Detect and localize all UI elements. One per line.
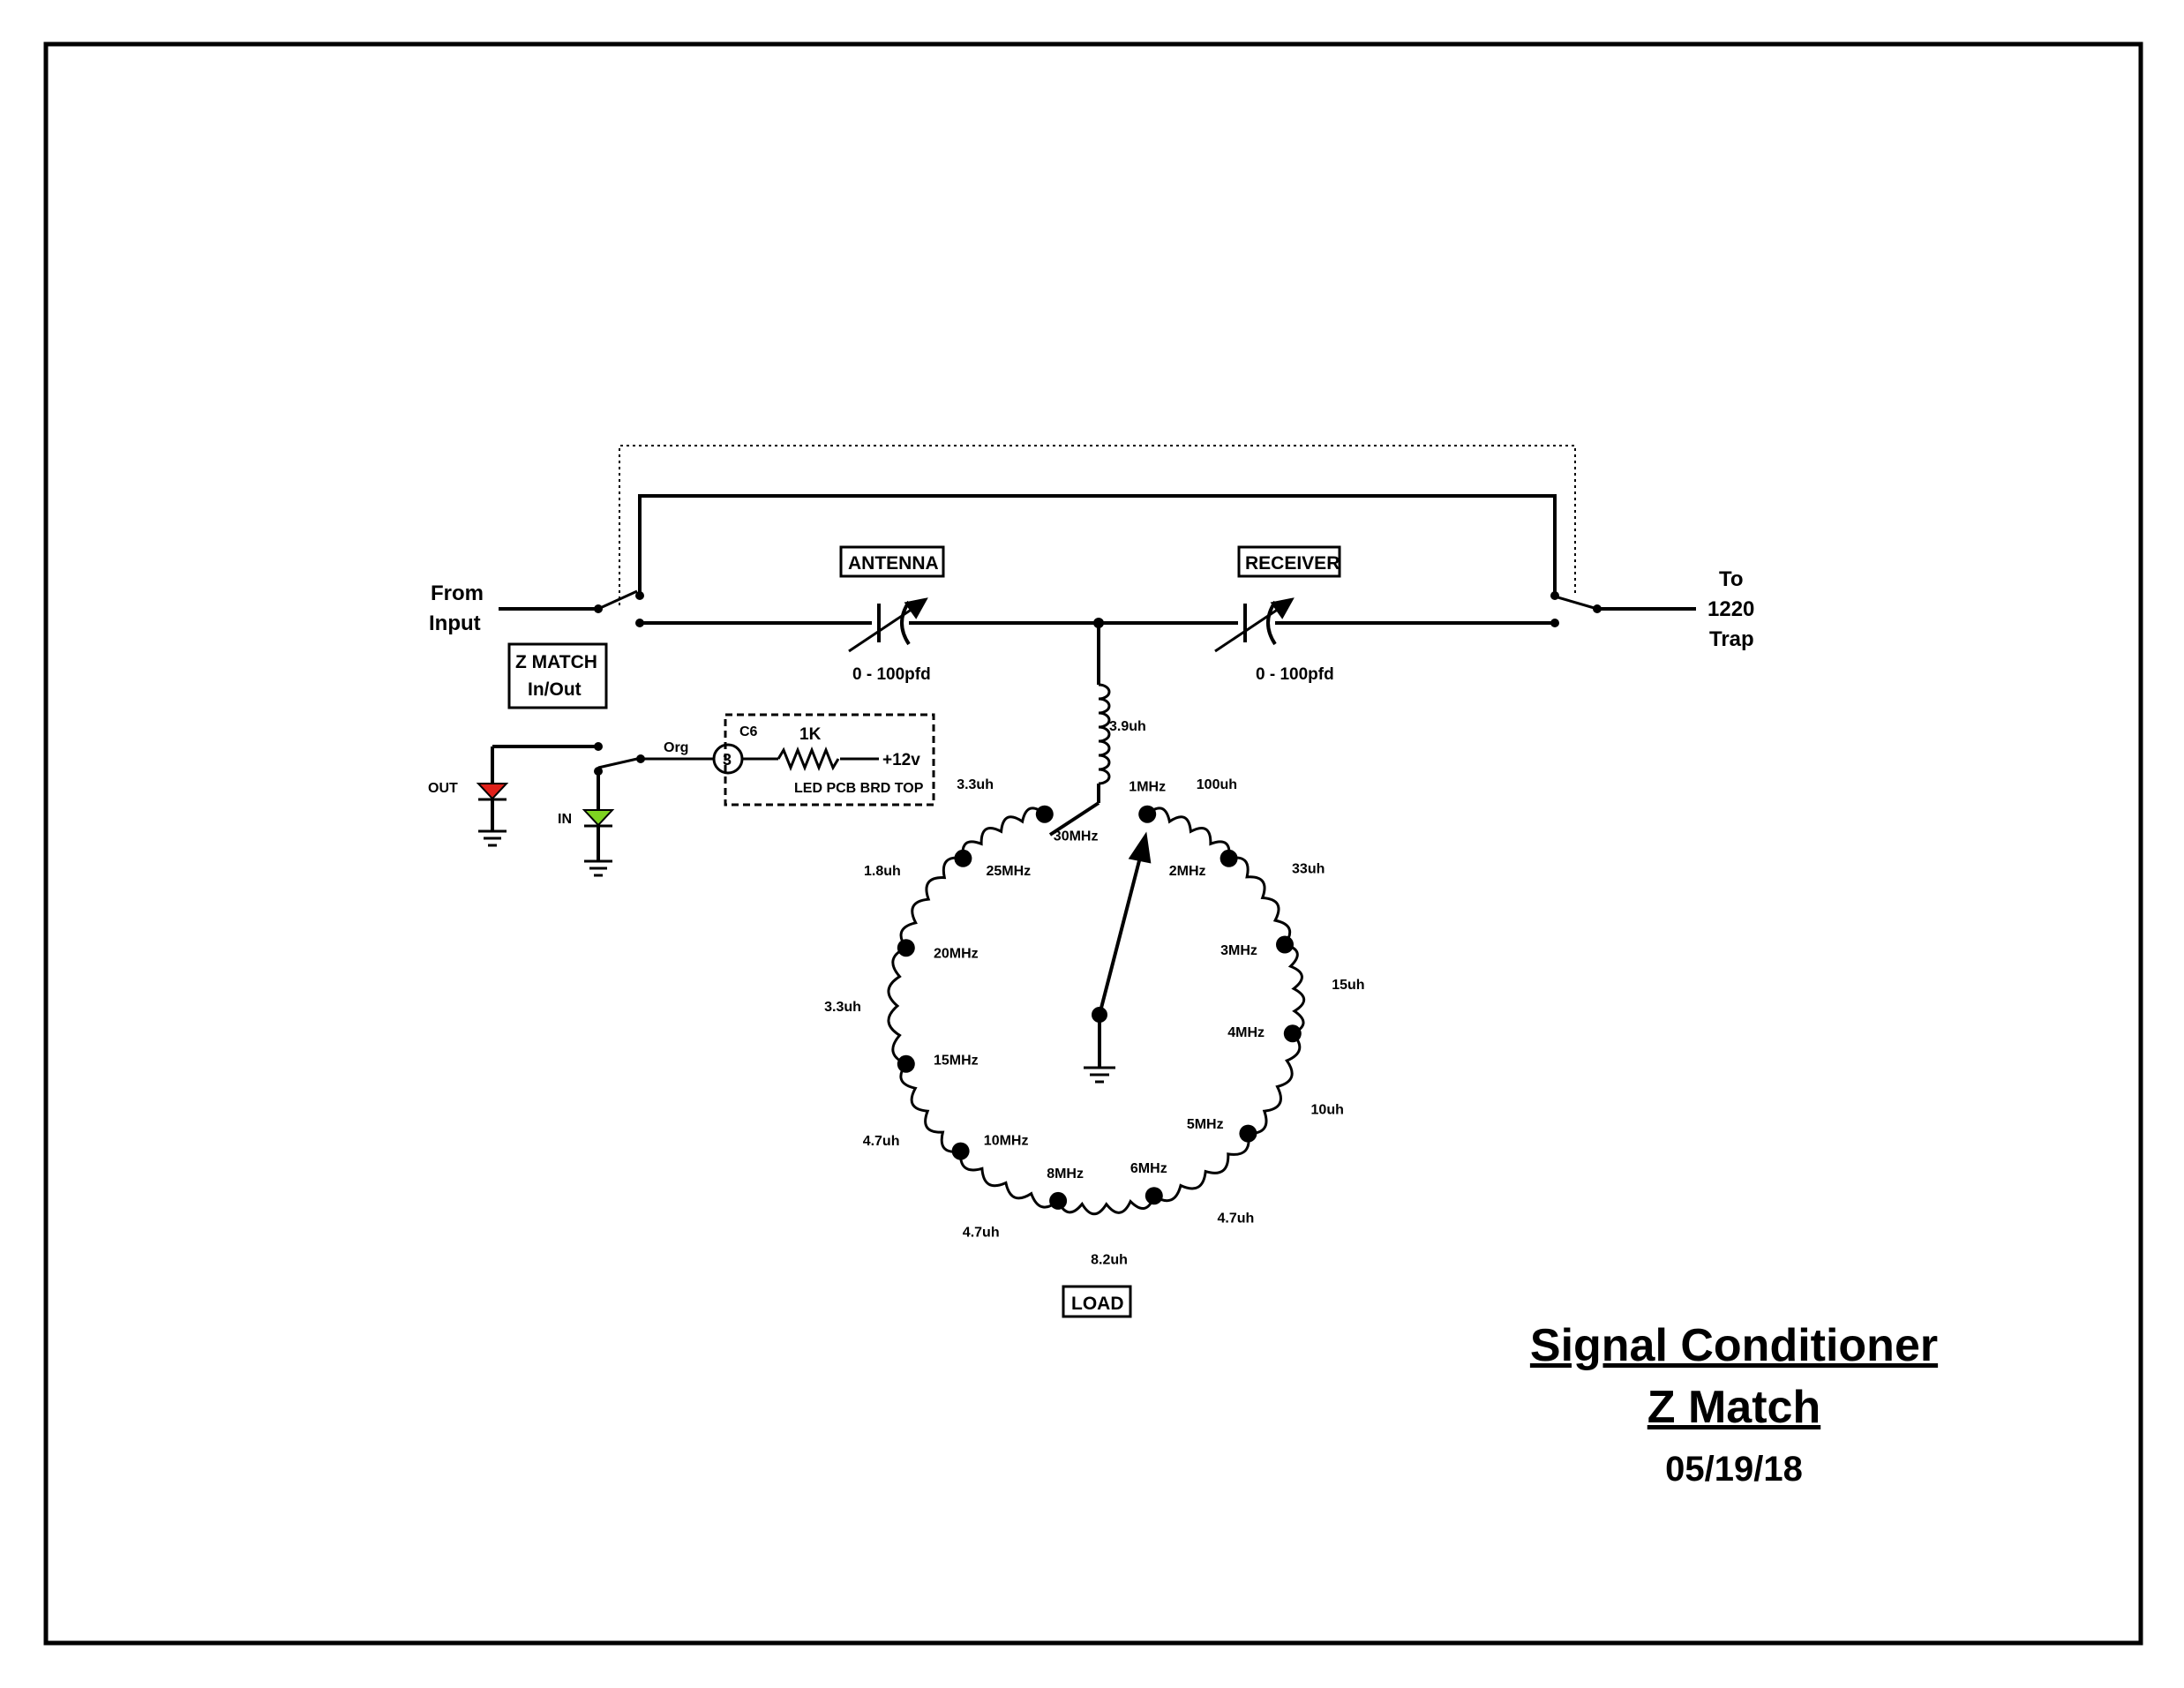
frequency-label: 3MHz — [1220, 943, 1257, 958]
receiver-label: RECEIVER — [1245, 553, 1340, 574]
inductor-label: 10uh — [1311, 1103, 1344, 1118]
to-label-line1: To — [1719, 567, 1744, 591]
coil-segment — [1248, 1032, 1302, 1136]
coil-segment — [899, 856, 964, 949]
switch-tap-contact[interactable] — [1239, 1124, 1257, 1143]
switch-tap-contact[interactable] — [897, 1054, 915, 1073]
title-block: Signal Conditioner Z Match 05/19/18 — [1412, 1315, 2056, 1500]
org-label: Org — [664, 740, 688, 755]
coil-segment — [1152, 1133, 1250, 1203]
coil-segment — [1146, 806, 1231, 859]
led-in-label: IN — [558, 812, 572, 827]
from-label-line2: Input — [429, 611, 481, 635]
resistor-1k — [777, 746, 840, 772]
load-label: LOAD — [1071, 1294, 1124, 1314]
switch-tap-contact[interactable] — [897, 939, 915, 957]
frequency-label: 2MHz — [1169, 864, 1206, 879]
frequency-label: 4MHz — [1227, 1025, 1265, 1040]
coil-segment — [899, 1062, 961, 1153]
switch-tap-contact[interactable] — [1138, 805, 1157, 823]
zmatch-label-box — [507, 642, 608, 709]
receiver-variable-capacitor[interactable] — [1214, 597, 1295, 653]
switch-tap-contact[interactable] — [1276, 935, 1294, 954]
coil-segment — [1056, 1195, 1156, 1216]
frequency-label: 5MHz — [1187, 1117, 1224, 1132]
inductor-label: 1.8uh — [864, 864, 901, 879]
coil-segment — [1228, 856, 1292, 946]
led-in — [582, 809, 615, 828]
inductor-label: 33uh — [1292, 862, 1325, 877]
frequency-label: 6MHz — [1130, 1161, 1167, 1176]
resistor-label: 1K — [799, 725, 822, 744]
led-out-label: OUT — [428, 781, 458, 796]
ground-out — [478, 829, 507, 847]
zmatch-label-line2: In/Out — [528, 679, 582, 700]
supply-label: +12v — [882, 751, 920, 769]
to-label-line2: 1220 — [1707, 597, 1754, 621]
receiver-cap-value: 0 - 100pfd — [1256, 665, 1334, 684]
antenna-label-box — [839, 545, 945, 578]
input-switch-blade[interactable] — [597, 589, 638, 611]
c6-label: C6 — [739, 724, 758, 739]
switch-tap-contact[interactable] — [1145, 1187, 1163, 1205]
load-label-box — [1062, 1285, 1132, 1318]
tapped-coil-ring — [887, 806, 1306, 1216]
inductor-label: 4.7uh — [963, 1226, 1000, 1241]
inductor-label: 100uh — [1197, 777, 1237, 792]
receiver-label-box — [1237, 545, 1341, 578]
frequency-label: 10MHz — [984, 1133, 1029, 1148]
coil-segment — [887, 946, 907, 1066]
inductor-label: 8.2uh — [1091, 1253, 1128, 1268]
antenna-label: ANTENNA — [848, 553, 939, 574]
output-switch-blade[interactable] — [1554, 595, 1598, 611]
junction-dots — [594, 591, 1602, 1023]
title-line2: Z Match — [1647, 1382, 1821, 1433]
frequency-label: 15MHz — [934, 1054, 979, 1069]
to-label-line3: Trap — [1709, 627, 1754, 651]
ground-wiper — [1084, 1066, 1115, 1084]
switch-tap-contact[interactable] — [954, 849, 972, 867]
switch-tap-contact[interactable] — [1035, 805, 1054, 823]
series-inductor — [1098, 683, 1111, 785]
led-board-label: LED PCB BRD TOP — [794, 781, 924, 796]
coil-segment — [961, 806, 1046, 859]
series-inductor-label: 3.9uh — [1109, 719, 1146, 734]
title-date: 05/19/18 — [1665, 1450, 1803, 1489]
inductor-label: 3.3uh — [957, 777, 994, 792]
inductor-label: 4.7uh — [863, 1134, 900, 1149]
led-switch-blade[interactable] — [597, 757, 638, 769]
coil-segment — [959, 1151, 1060, 1209]
frequency-label: 25MHz — [987, 864, 1032, 879]
frequency-label: 20MHz — [934, 947, 979, 962]
switch-tap-contact[interactable] — [1049, 1191, 1068, 1210]
coil-segment — [1284, 943, 1306, 1035]
ground-in — [584, 859, 612, 877]
antenna-cap-value: 0 - 100pfd — [852, 665, 931, 684]
rotary-wiper[interactable] — [1098, 846, 1145, 1016]
bypass-line — [638, 494, 1557, 596]
inductor-label: 15uh — [1332, 978, 1364, 993]
switch-tap-contact[interactable] — [951, 1142, 970, 1160]
inductor-label: 4.7uh — [1218, 1211, 1255, 1226]
switch-tap-contact[interactable] — [1283, 1024, 1302, 1043]
frequency-label: 1MHz — [1129, 780, 1166, 795]
inductor-label: 3.3uh — [824, 1000, 861, 1015]
page-frame — [43, 41, 2143, 1646]
switch-tap-contact[interactable] — [1220, 849, 1238, 867]
connector-pin-label: 3 — [723, 751, 732, 769]
led-pcb-board — [724, 713, 935, 806]
led-out — [476, 783, 509, 801]
switch-linkage — [619, 445, 1576, 605]
zmatch-label-line1: Z MATCH — [515, 652, 597, 672]
frequency-label: 30MHz — [1054, 829, 1099, 844]
frequency-label: 8MHz — [1047, 1167, 1084, 1182]
antenna-variable-capacitor[interactable] — [848, 597, 928, 653]
from-label-line1: From — [431, 581, 484, 605]
title-line1: Signal Conditioner — [1529, 1320, 1939, 1371]
